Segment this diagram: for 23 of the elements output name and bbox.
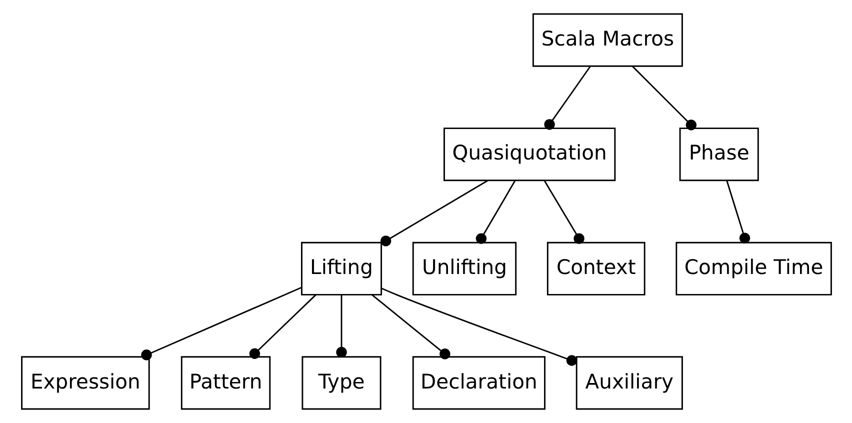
node-box: Scala Macros (532, 13, 682, 67)
connector (140, 286, 302, 360)
node-box: Context (546, 242, 645, 296)
connector (631, 66, 696, 130)
node-box: Type (301, 356, 381, 410)
connector (726, 180, 750, 244)
connector (380, 288, 577, 366)
node-box: Expression (20, 356, 150, 410)
node-box: Phase (678, 128, 758, 182)
connector (543, 180, 584, 244)
connector (544, 66, 590, 130)
node-box: Compile Time (675, 242, 832, 296)
node-box: Unlifting (412, 242, 516, 296)
connector (380, 180, 488, 246)
node-box: Quasiquotation (443, 128, 616, 182)
connector (475, 180, 516, 244)
connector (371, 294, 450, 360)
node-box: Lifting (300, 242, 382, 296)
connector (248, 294, 316, 359)
node-box: Pattern (180, 356, 270, 410)
node-box: Auxiliary (575, 356, 682, 410)
connector (336, 294, 346, 358)
node-box: Declaration (412, 356, 545, 410)
